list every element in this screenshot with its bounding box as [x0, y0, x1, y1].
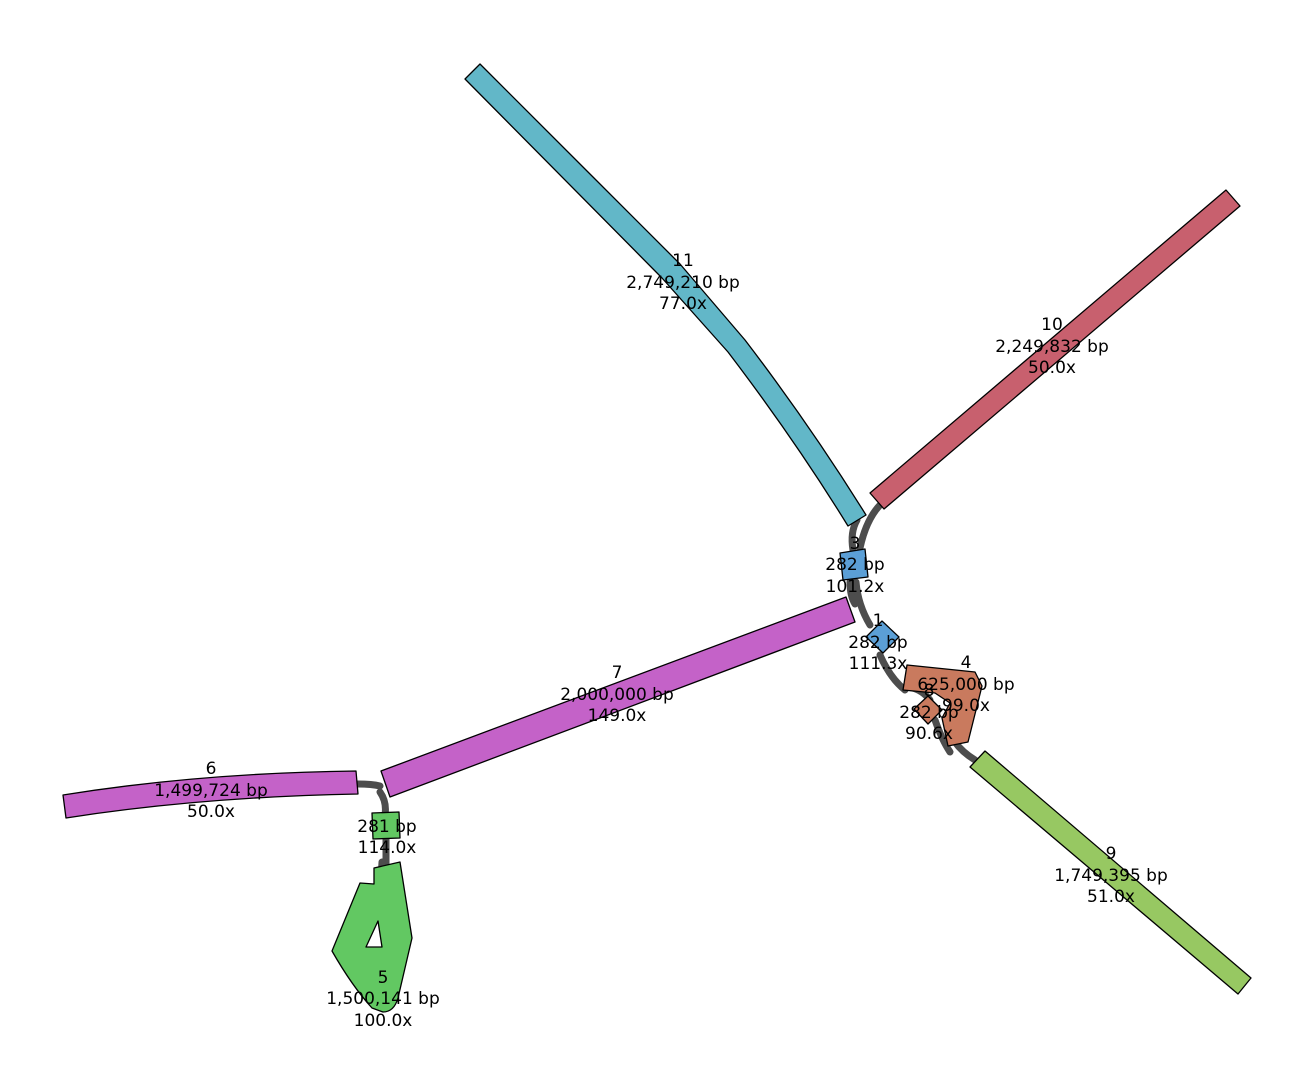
node-7-length: 2,000,000 bp: [560, 685, 674, 705]
node-7-depth: 149.0x: [588, 706, 647, 726]
node-6-length: 1,499,724 bp: [154, 781, 268, 801]
node-11-depth: 77.0x: [659, 294, 707, 314]
node-9[interactable]: 9 1,749,395 bp 51.0x: [969, 750, 1252, 995]
edge-3-1: [852, 578, 874, 629]
edge-8-4: [931, 716, 954, 756]
node-3-depth: 101.2x: [826, 577, 885, 597]
node-10-shape[interactable]: [869, 189, 1241, 510]
node-10[interactable]: 10 2,249,832 bp 50.0x: [869, 189, 1241, 510]
node-2[interactable]: 281 bp 114.0x: [357, 811, 417, 858]
edge-4-9: [951, 738, 979, 764]
node-1-length: 282 bp: [848, 633, 907, 653]
node-5-shape[interactable]: [331, 861, 413, 1013]
node-1-id: 1: [873, 611, 884, 631]
node-4-length: 625,000 bp: [917, 675, 1014, 695]
node-10-id: 10: [1041, 315, 1063, 335]
node-6-id: 6: [206, 759, 217, 779]
node-6-depth: 50.0x: [187, 802, 235, 822]
edge-6-2: [376, 788, 389, 819]
node-9-id: 9: [1106, 844, 1117, 864]
node-3-length: 282 bp: [825, 555, 884, 575]
node-4-depth: 99.0x: [942, 696, 990, 716]
edge-10-3: [856, 501, 884, 552]
node-8[interactable]: 8 282 bp 90.6x: [899, 681, 958, 744]
edge-7-6: [354, 780, 384, 790]
node-11-id: 11: [672, 251, 694, 271]
edge-3-7: [846, 578, 859, 608]
node-11[interactable]: 11 2,749,210 bp 77.0x: [464, 63, 867, 527]
edge-11-3: [848, 516, 861, 554]
node-7-shape[interactable]: [380, 596, 856, 798]
node-5-length: 1,500,141 bp: [326, 989, 440, 1009]
edge-1-4: [876, 651, 909, 694]
node-7[interactable]: 7 2,000,000 bp 149.0x: [380, 596, 856, 798]
node-4-id: 4: [961, 653, 972, 673]
node-2-depth: 114.0x: [358, 838, 417, 858]
node-11-length: 2,749,210 bp: [626, 273, 740, 293]
node-6-shape[interactable]: [62, 770, 359, 819]
node-3-id: 3: [850, 534, 861, 554]
node-10-length: 2,249,832 bp: [995, 337, 1109, 357]
node-1-depth: 111.3x: [849, 654, 908, 674]
node-8-id: 8: [924, 681, 935, 701]
node-9-depth: 51.0x: [1087, 887, 1135, 907]
node-10-depth: 50.0x: [1028, 358, 1076, 378]
node-1-shape[interactable]: [865, 620, 900, 654]
node-9-length: 1,749,395 bp: [1054, 866, 1168, 886]
node-1[interactable]: 1 282 bp 111.3x: [848, 611, 907, 674]
node-3-shape[interactable]: [839, 548, 869, 581]
node-4-shape[interactable]: [902, 664, 983, 747]
node-5-id: 5: [378, 968, 389, 988]
node-3[interactable]: 3 282 bp 101.2x: [825, 534, 884, 597]
node-2-length: 281 bp: [357, 817, 416, 837]
node-9-shape[interactable]: [969, 750, 1252, 995]
node-11-shape[interactable]: [464, 63, 867, 527]
node-6[interactable]: 6 1,499,724 bp 50.0x: [62, 759, 359, 822]
node-2-shape[interactable]: [371, 811, 401, 840]
node-4[interactable]: 4 625,000 bp 99.0x: [902, 653, 1015, 747]
node-5[interactable]: 5 1,500,141 bp 100.0x: [326, 861, 440, 1031]
node-7-id: 7: [612, 663, 623, 683]
node-5-depth: 100.0x: [354, 1011, 413, 1031]
node-8-length: 282 bp: [899, 703, 958, 723]
node-8-shape[interactable]: [913, 695, 943, 725]
node-8-depth: 90.6x: [905, 724, 953, 744]
